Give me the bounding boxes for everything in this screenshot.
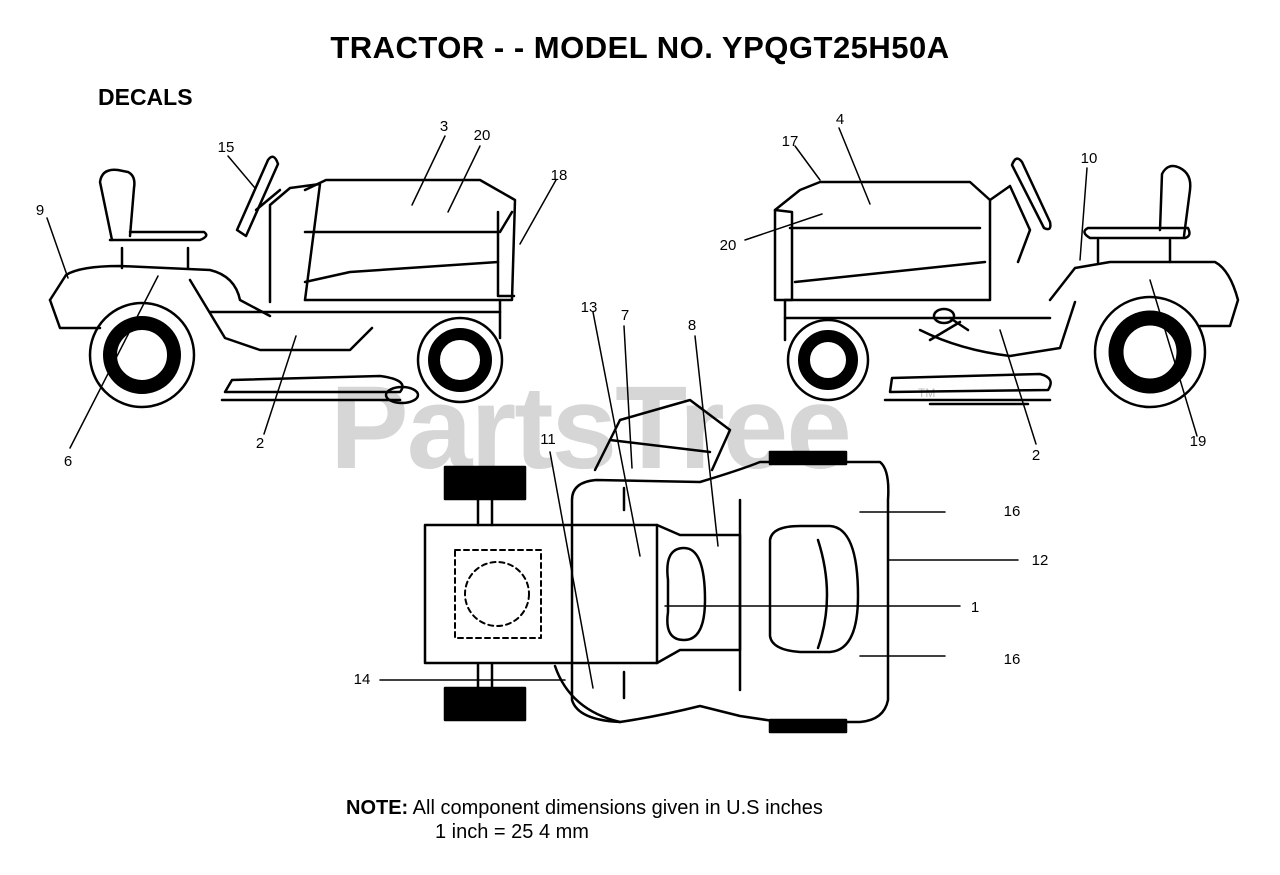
callout-8: 8 — [688, 317, 696, 334]
callout-10: 10 — [1081, 150, 1098, 167]
note-line-1: All component dimensions given in U.S in… — [412, 797, 823, 819]
callout-6: 6 — [64, 453, 72, 470]
callout-20-left: 20 — [474, 127, 491, 144]
callout-labels: 3 20 18 15 9 6 2 4 17 20 10 2 19 13 7 8 … — [36, 111, 1207, 688]
callout-4: 4 — [836, 111, 844, 128]
callout-19: 19 — [1190, 433, 1207, 450]
callout-14: 14 — [354, 671, 371, 688]
callout-17: 17 — [782, 133, 799, 150]
left-side-tractor — [48, 155, 517, 409]
callout-1: 1 — [971, 599, 979, 616]
callout-9: 9 — [36, 202, 44, 219]
callout-18: 18 — [551, 167, 568, 184]
dimensions-note: NOTE: All component dimensions given in … — [346, 796, 823, 844]
right-side-tractor — [773, 157, 1240, 409]
callout-12: 12 — [1032, 552, 1049, 569]
callout-15: 15 — [218, 139, 235, 156]
watermark: PartsTree — [330, 362, 852, 494]
section-heading: DECALS — [98, 84, 193, 110]
callout-3: 3 — [440, 118, 448, 135]
top-view-tractor — [423, 398, 890, 734]
callout-2-left: 2 — [256, 435, 264, 452]
callout-13: 13 — [581, 299, 598, 316]
callout-2-right: 2 — [1032, 447, 1040, 464]
note-label: NOTE: — [346, 797, 409, 819]
diagram-title: TRACTOR - - MODEL NO. YPQGT25H50A — [330, 30, 950, 65]
callout-11: 11 — [540, 431, 556, 448]
note-line-2: 1 inch = 25 4 mm — [435, 821, 589, 843]
callout-16-top: 16 — [1004, 503, 1021, 520]
callout-16-bottom: 16 — [1004, 651, 1021, 668]
leader-lines — [46, 127, 1198, 689]
callout-7: 7 — [621, 307, 629, 324]
callout-20-right: 20 — [720, 237, 737, 254]
watermark-trademark: TM — [918, 386, 936, 400]
